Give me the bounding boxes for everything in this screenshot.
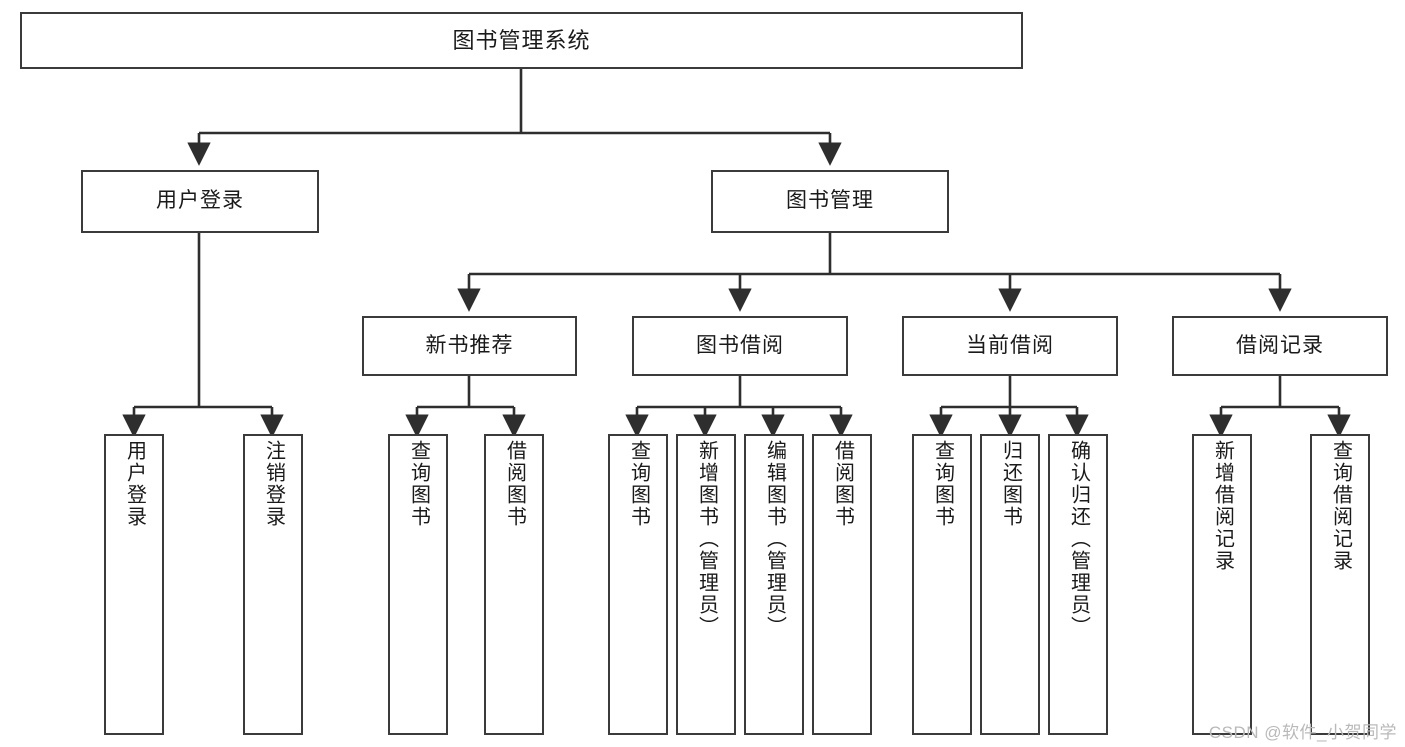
node-label: 图书借阅: [696, 333, 784, 357]
csdn-watermark: CSDN @软件_小贺同学: [1208, 723, 1397, 742]
node-label: 图书管理: [786, 189, 874, 213]
leaf-query-book-current[interactable]: 查询图书: [912, 434, 972, 735]
node-borrow-record[interactable]: 借阅记录: [1172, 316, 1388, 376]
node-label: 新书推荐: [425, 333, 514, 357]
node-label: 查询图书: [407, 440, 430, 528]
node-label: 归还图书: [999, 440, 1022, 528]
leaf-edit-book[interactable]: 编辑图书（管理员）: [744, 434, 804, 735]
leaf-return-book[interactable]: 归还图书: [980, 434, 1040, 735]
leaf-add-book[interactable]: 新增图书（管理员）: [676, 434, 736, 735]
leaf-query-borrow-record[interactable]: 查询借阅记录: [1310, 434, 1370, 735]
node-root[interactable]: 图书管理系统: [20, 12, 1023, 69]
leaf-borrow-book-recommend[interactable]: 借阅图书: [484, 434, 544, 735]
node-label: 查询图书: [627, 440, 650, 528]
node-label: 编辑图书（管理员）: [763, 440, 786, 638]
node-label: 当前借阅: [966, 333, 1054, 357]
node-label: 查询借阅记录: [1329, 440, 1352, 572]
leaf-confirm-return[interactable]: 确认归还（管理员）: [1048, 434, 1108, 735]
node-book-manage[interactable]: 图书管理: [711, 170, 949, 233]
node-label: 图书管理系统: [452, 27, 591, 53]
leaf-user-logout[interactable]: 注销登录: [243, 434, 303, 735]
leaf-borrow-book[interactable]: 借阅图书: [812, 434, 872, 735]
node-label: 新增借阅记录: [1211, 440, 1234, 572]
leaf-user-login[interactable]: 用户登录: [104, 434, 164, 735]
node-label: 用户登录: [156, 189, 244, 213]
node-label: 确认归还（管理员）: [1067, 440, 1090, 638]
leaf-query-book-recommend[interactable]: 查询图书: [388, 434, 448, 735]
node-label: 新增图书（管理员）: [695, 440, 718, 638]
node-label: 借阅图书: [831, 440, 854, 528]
node-current-borrow[interactable]: 当前借阅: [902, 316, 1118, 376]
node-label: 查询图书: [931, 440, 954, 528]
node-label: 用户登录: [123, 440, 146, 528]
node-label: 借阅记录: [1236, 333, 1324, 357]
leaf-add-borrow-record[interactable]: 新增借阅记录: [1192, 434, 1252, 735]
node-label: 借阅图书: [503, 440, 526, 528]
node-label: 注销登录: [262, 440, 285, 528]
node-new-book-recommend[interactable]: 新书推荐: [362, 316, 577, 376]
leaf-query-book-borrow[interactable]: 查询图书: [608, 434, 668, 735]
node-book-borrow[interactable]: 图书借阅: [632, 316, 848, 376]
node-user-login[interactable]: 用户登录: [81, 170, 319, 233]
